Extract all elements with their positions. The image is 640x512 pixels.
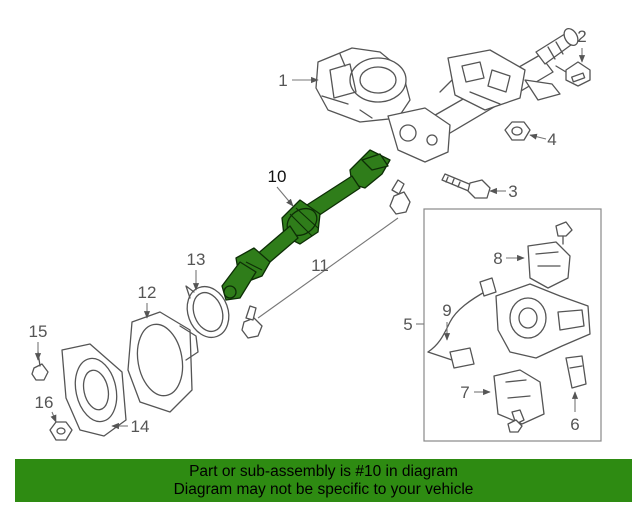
callout-7: 7 bbox=[460, 383, 469, 402]
nut-part-16[interactable] bbox=[49, 421, 73, 441]
callout-14: 14 bbox=[131, 417, 150, 436]
callout-11: 11 bbox=[311, 256, 329, 275]
switch-part-7[interactable] bbox=[493, 369, 545, 425]
bolt-part-3[interactable] bbox=[441, 173, 491, 199]
bolt-part-11-upper[interactable] bbox=[389, 179, 411, 215]
callout-6: 6 bbox=[570, 415, 579, 434]
callout-9: 9 bbox=[442, 301, 451, 320]
boot-cover-part-12[interactable] bbox=[127, 311, 199, 413]
screw-inset-top[interactable] bbox=[555, 221, 573, 245]
fitment-notice-banner: Part or sub-assembly is #10 in diagram D… bbox=[15, 459, 632, 502]
callout-16: 16 bbox=[35, 393, 54, 412]
bolt-part-11-lower[interactable] bbox=[241, 305, 263, 339]
switch-part-8[interactable] bbox=[527, 241, 571, 289]
screw-inset-bottom[interactable] bbox=[507, 419, 523, 433]
callout-3: 3 bbox=[508, 182, 517, 201]
callout-15: 15 bbox=[29, 322, 48, 341]
intermediate-shaft-part-10[interactable] bbox=[221, 149, 391, 301]
banner-line-1: Part or sub-assembly is #10 in diagram bbox=[189, 462, 458, 480]
bolt-part-15[interactable] bbox=[31, 351, 49, 381]
bolt-part-2[interactable] bbox=[555, 61, 591, 87]
harness-part-9[interactable] bbox=[427, 277, 497, 369]
callout-2: 2 bbox=[577, 27, 586, 46]
seal-part-14[interactable] bbox=[61, 343, 127, 437]
steering-column-assembly[interactable] bbox=[315, 26, 581, 163]
callout-4: 4 bbox=[547, 130, 556, 149]
sensor-part-6[interactable] bbox=[565, 355, 587, 389]
inset-box bbox=[423, 208, 602, 442]
clamp-part-13[interactable] bbox=[180, 281, 235, 344]
callout-5: 5 bbox=[403, 315, 412, 334]
nut-part-4[interactable] bbox=[504, 121, 531, 141]
banner-line-2: Diagram may not be specific to your vehi… bbox=[173, 480, 474, 498]
callout-1: 1 bbox=[278, 71, 287, 90]
callout-10: 10 bbox=[268, 167, 287, 186]
parts-diagram: 1 2 3 4 5 6 7 8 9 10 11 12 13 14 15 16 bbox=[29, 26, 602, 442]
lock-cylinder-housing[interactable] bbox=[495, 283, 591, 359]
callout-13: 13 bbox=[187, 250, 206, 269]
callout-12: 12 bbox=[138, 283, 157, 302]
callout-8: 8 bbox=[493, 249, 502, 268]
